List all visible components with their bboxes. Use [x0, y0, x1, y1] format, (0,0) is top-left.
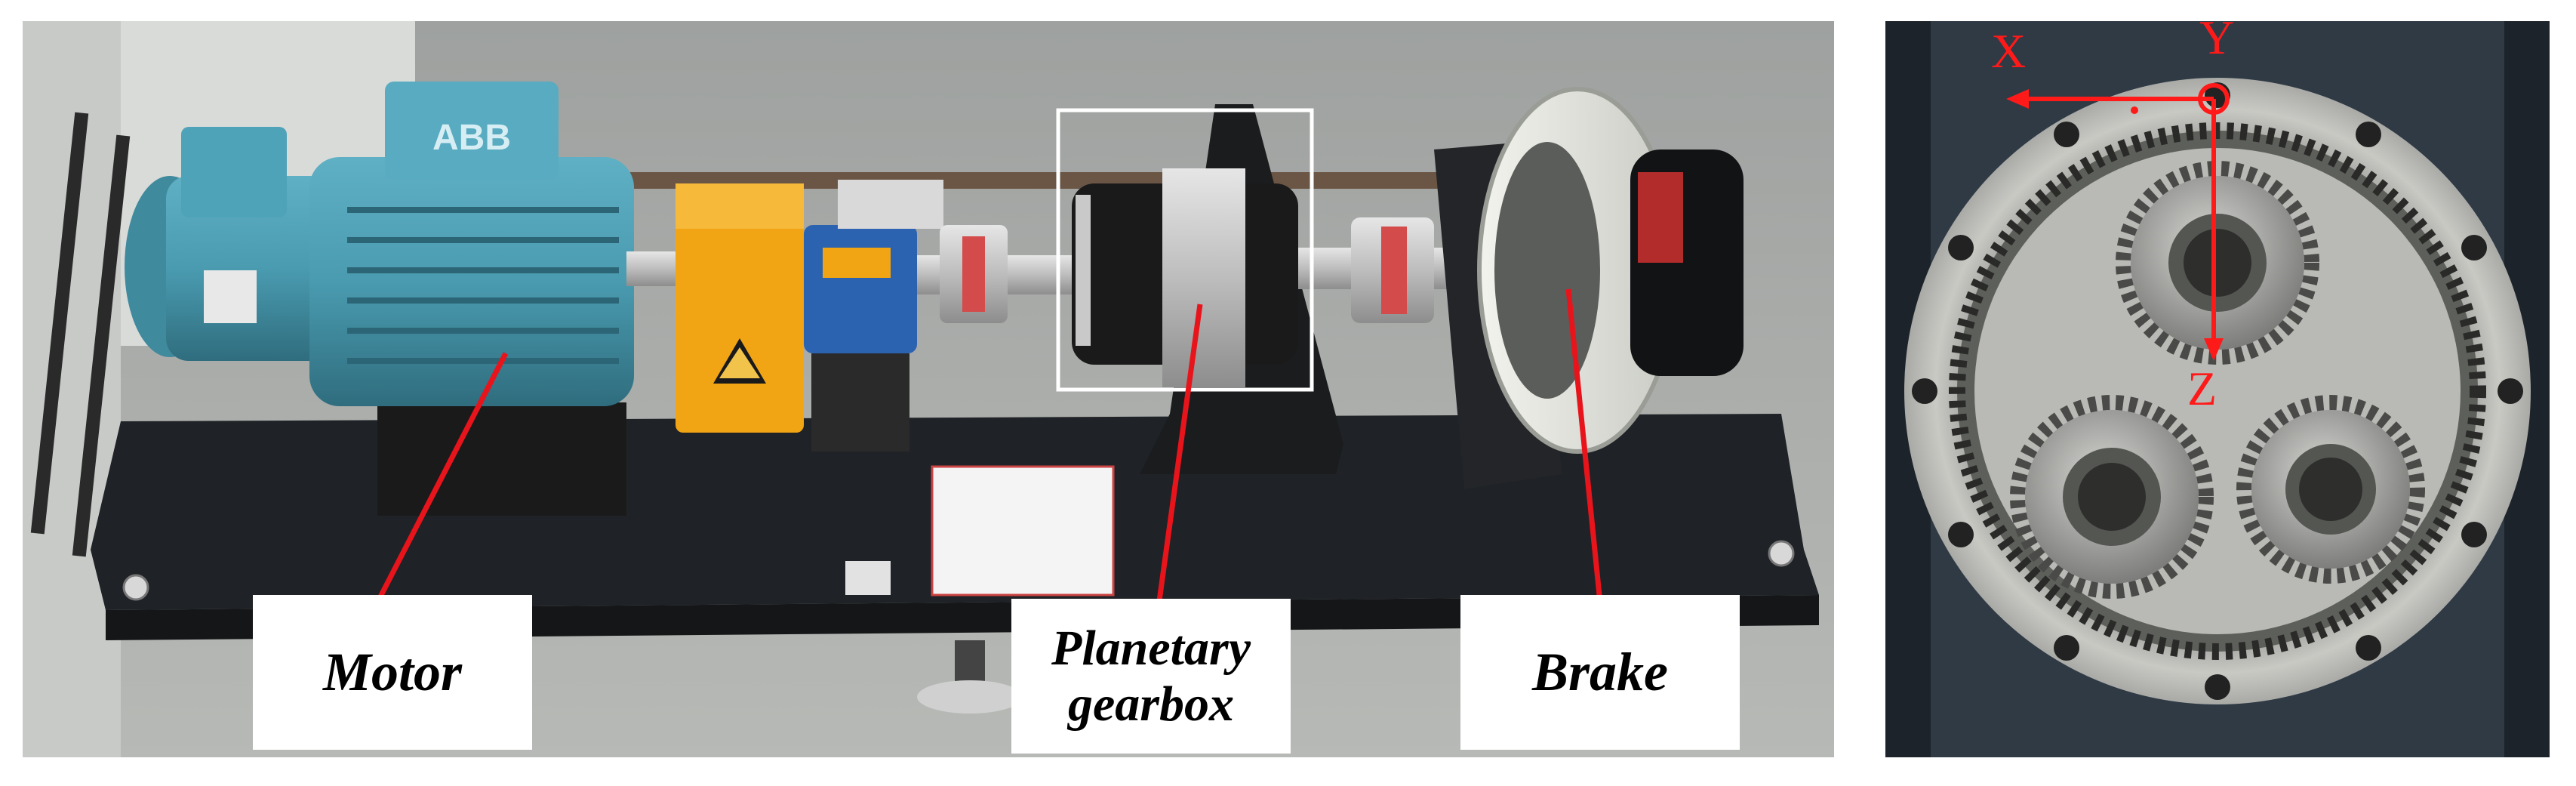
planetary-gearbox-label: Planetary gearbox	[1011, 599, 1291, 754]
gearbox-highlight-box	[1056, 108, 1314, 392]
planet-gear-bottom-right	[2236, 395, 2425, 584]
gearbox-label-line1: Planetary	[1051, 620, 1251, 676]
motor-label: Motor	[253, 595, 532, 750]
gearbox-label-line2: gearbox	[1068, 676, 1234, 732]
gearbox-pointer-line	[1156, 304, 1203, 607]
brake-label: Brake	[1460, 595, 1740, 750]
brake-label-text: Brake	[1532, 642, 1668, 702]
motor-pointer-line	[374, 352, 509, 604]
test-rig-illustration: ABB	[23, 21, 1834, 757]
motor-illustration: ABB	[125, 82, 679, 516]
brake-pointer-line	[1565, 288, 1603, 603]
coupling-guard	[676, 183, 804, 433]
planet-gear-bottom-left	[2010, 395, 2214, 599]
motor-label-text: Motor	[322, 642, 463, 702]
coordinate-axes	[2006, 83, 2230, 361]
gearbox-internals-illustration	[1885, 21, 2550, 757]
abb-logo: ABB	[432, 118, 511, 158]
torque-sensor	[804, 180, 943, 452]
test-rig-photo: ABB	[23, 21, 1834, 757]
planet-gear-top	[2116, 161, 2319, 365]
axis-z-label: Z	[2187, 362, 2217, 415]
axis-y-label: Y	[2199, 21, 2235, 64]
gearbox-internals-photo: X Y Z	[1885, 21, 2550, 757]
axis-x-label: X	[1991, 24, 2027, 78]
